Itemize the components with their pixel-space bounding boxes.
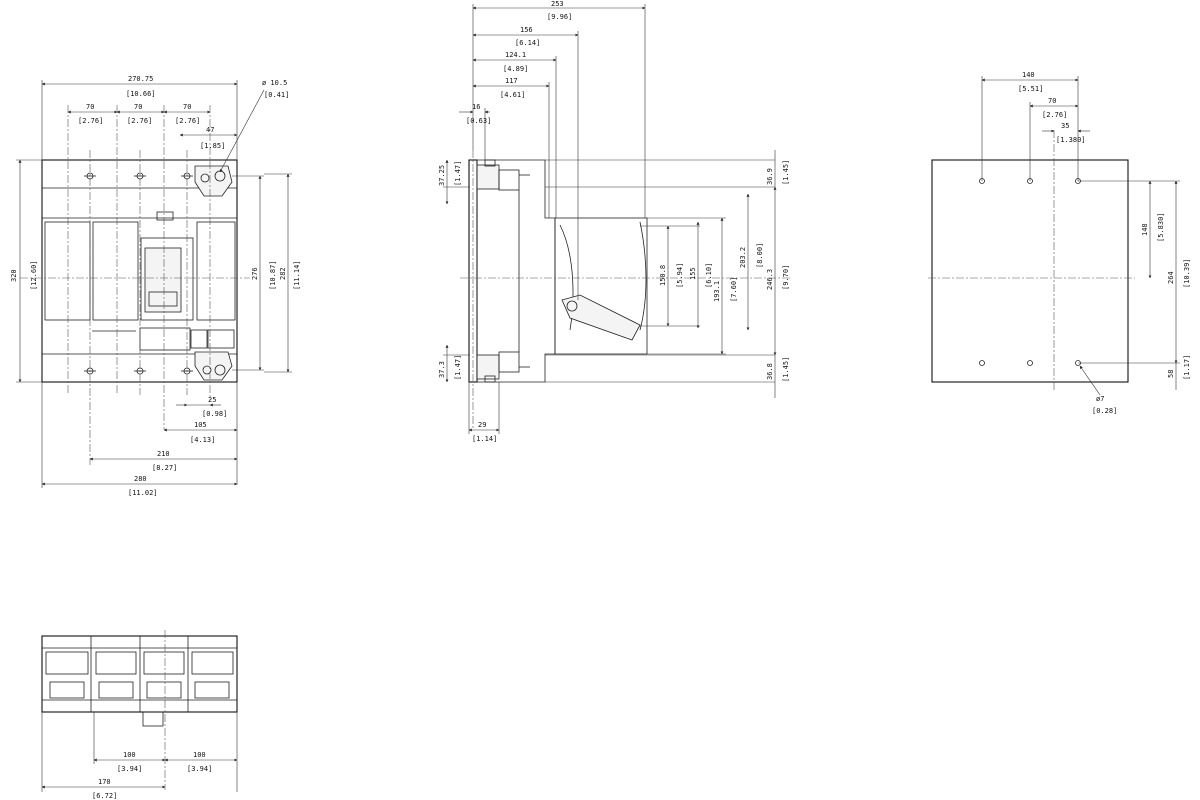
side-body: [476, 159, 556, 383]
dim-140-in: [5.51]: [1018, 85, 1043, 93]
dim-height-320: 320: [10, 269, 18, 282]
dim-280-in: [11.02]: [128, 489, 158, 497]
dim-35-in: [1.380]: [1056, 136, 1086, 144]
cutout-panel: [931, 159, 1129, 383]
dim-height-282: 282: [279, 267, 287, 280]
dim-100-b-in: [3.94]: [187, 765, 212, 773]
dim-117-in: [4.61]: [500, 91, 525, 99]
dim-overall-width: 270.75: [128, 75, 153, 83]
dim-70-in: [2.76]: [1042, 111, 1067, 119]
dim-253-in: [9.96]: [547, 13, 572, 21]
dim-193-1: 193.1: [713, 281, 721, 302]
dim-156-in: [6.14]: [515, 39, 540, 47]
dim-hole-dia: ø 10.5: [262, 79, 287, 87]
dim-height-276: 276: [251, 267, 259, 280]
dim-148: 148: [1141, 223, 1149, 236]
dim-terminal-width: 47: [206, 126, 214, 134]
dim-pitch-1: 70: [86, 103, 94, 111]
dim-117: 117: [505, 77, 518, 85]
dim-124-in: [4.89]: [503, 65, 528, 73]
dim-156: 156: [520, 26, 533, 34]
dim-hole-7-in: [0.28]: [1092, 407, 1117, 415]
dim-36-8: 36.8: [766, 363, 774, 380]
dim-37-25: 37.25: [438, 165, 446, 186]
dim-124: 124.1: [505, 51, 526, 59]
dim-246-3: 246.3: [766, 269, 774, 290]
dim-58: 58: [1167, 370, 1175, 378]
dim-100-a-in: [3.94]: [117, 765, 142, 773]
bottom-body: [41, 635, 238, 713]
dim-264-in: [10.39]: [1183, 258, 1191, 288]
dim-25: 25: [208, 396, 216, 404]
front-window-1: [44, 221, 91, 321]
dim-100-a: 100: [123, 751, 136, 759]
dim-148-in: [5.830]: [1157, 212, 1165, 242]
dim-pitch-3-in: [2.76]: [175, 117, 200, 125]
front-view: 270.75 [10.66] 70 [2.76] 70 [2.76] 70 [2…: [10, 75, 301, 497]
dim-105: 105: [194, 421, 207, 429]
dim-155: 155: [689, 267, 697, 280]
side-view: 253 [9.96] 156 [6.14] 124.1 [4.89] 117 […: [438, 0, 790, 443]
dim-pitch-3: 70: [183, 103, 191, 111]
dim-105-in: [4.13]: [190, 436, 215, 444]
dim-280: 280: [134, 475, 147, 483]
bottom-view: 100 [3.94] 100 [3.94] 170 [6.72]: [41, 630, 238, 800]
dim-210: 210: [157, 450, 170, 458]
dim-pitch-1-in: [2.76]: [78, 117, 103, 125]
front-handle: [144, 247, 182, 313]
front-label-panel: [139, 327, 191, 351]
front-window-2: [92, 221, 139, 321]
dim-203-2: 203.2: [739, 247, 747, 268]
dim-16: 16: [472, 103, 480, 111]
front-body-outline: [41, 159, 238, 383]
dim-29-in: [1.14]: [472, 435, 497, 443]
dim-37-3-in: [1.47]: [454, 355, 462, 380]
dim-hole-7: ø7: [1096, 395, 1104, 403]
dim-29: 29: [478, 421, 486, 429]
dim-58-in: [1.17]: [1183, 355, 1191, 380]
dim-70: 70: [1048, 97, 1056, 105]
dim-terminal-width-in: [1.85]: [200, 142, 225, 150]
dim-203-2-in: [8.00]: [756, 243, 764, 268]
front-window-4: [196, 221, 236, 321]
dim-253: 253: [551, 0, 564, 8]
dim-25-in: [0.98]: [202, 410, 227, 418]
dim-246-3-in: [9.70]: [782, 265, 790, 290]
dim-37-25-in: [1.47]: [454, 161, 462, 186]
cutout-view: 140 [5.51] 70 [2.76] 35 [1.380] 148 [5.8…: [928, 71, 1191, 415]
dim-193-1-in: [7.60]: [730, 277, 738, 302]
dim-height-282-in: [11.14]: [293, 260, 301, 290]
dim-overall-width-in: [10.66]: [126, 90, 156, 98]
dim-hole-dia-in: [0.41]: [264, 91, 289, 99]
dim-150-8: 150.8: [659, 265, 667, 286]
dim-height-276-in: [10.87]: [269, 260, 277, 290]
side-handle-face: [554, 217, 648, 355]
dim-pitch-2-in: [2.76]: [127, 117, 152, 125]
dim-36-9: 36.9: [766, 168, 774, 185]
dim-pitch-2: 70: [134, 103, 142, 111]
dim-155-in: [6.10]: [705, 263, 713, 288]
dim-100-b: 100: [193, 751, 206, 759]
dim-36-8-in: [1.45]: [782, 357, 790, 382]
side-handle-lever: [561, 294, 641, 341]
dim-140: 140: [1022, 71, 1035, 79]
front-handle-frame: [140, 237, 194, 321]
dim-35: 35: [1061, 122, 1069, 130]
dim-16-in: [0.63]: [466, 117, 491, 125]
dim-210-in: [8.27]: [152, 464, 177, 472]
dim-36-9-in: [1.45]: [782, 160, 790, 185]
dim-height-320-in: [12.60]: [30, 260, 38, 290]
dim-170-in: [6.72]: [92, 792, 117, 800]
dim-37-3: 37.3: [438, 361, 446, 378]
dim-150-8-in: [5.94]: [676, 263, 684, 288]
dim-264: 264: [1167, 271, 1175, 284]
dim-170: 170: [98, 778, 111, 786]
